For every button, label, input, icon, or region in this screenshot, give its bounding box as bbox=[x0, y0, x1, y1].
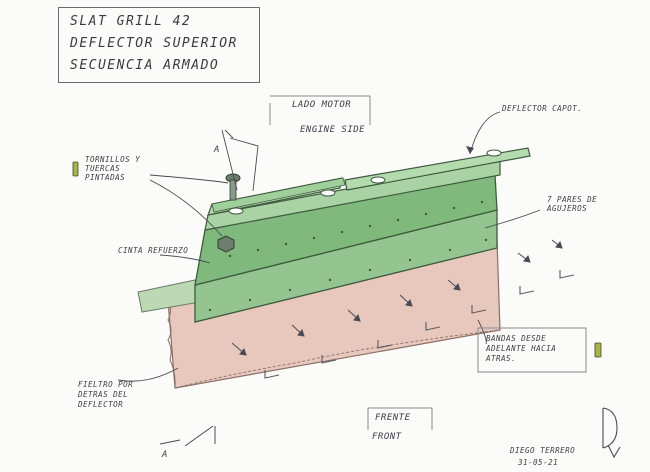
label-front: FRONT bbox=[372, 432, 402, 442]
label-lado-motor: LADO MOTOR bbox=[292, 100, 352, 110]
nut-icon bbox=[217, 235, 235, 253]
label-deflector-capot: DEFLECTOR CAPOT. bbox=[502, 104, 583, 113]
title-line-3: SECUENCIA ARMADO bbox=[70, 58, 220, 73]
label-frente: FRENTE bbox=[375, 413, 411, 423]
drawing-date: 31-05-21 bbox=[518, 458, 559, 467]
label-pares-agujeros: 7 PARES DE AGUJEROS bbox=[547, 195, 598, 213]
label-bandas: BANDAS DESDE ADELANTE HACIA ATRAS. bbox=[486, 334, 557, 363]
screw-legend-icon bbox=[72, 161, 79, 177]
title-line-1: SLAT GRILL 42 bbox=[70, 14, 192, 29]
label-engine-side: ENGINE SIDE bbox=[300, 125, 366, 135]
section-marker-bottom: A bbox=[162, 450, 168, 460]
screw-legend-icon-right bbox=[594, 342, 602, 358]
signature-mark bbox=[602, 407, 621, 459]
title-block bbox=[58, 7, 260, 83]
title-line-2: DEFLECTOR SUPERIOR bbox=[70, 36, 238, 51]
label-tornillos: TORNILLOS Y TUERCAS PINTADAS bbox=[85, 155, 141, 182]
author-name: DIEGO TERRERO bbox=[510, 446, 576, 455]
upper-plate-right bbox=[344, 147, 531, 191]
section-marker-top: A bbox=[214, 145, 220, 155]
label-fieltro: FIELTRO POR DETRAS DEL DEFLECTOR bbox=[78, 380, 134, 409]
label-cinta-refuerzo: CINTA REFUERZO bbox=[118, 246, 189, 255]
